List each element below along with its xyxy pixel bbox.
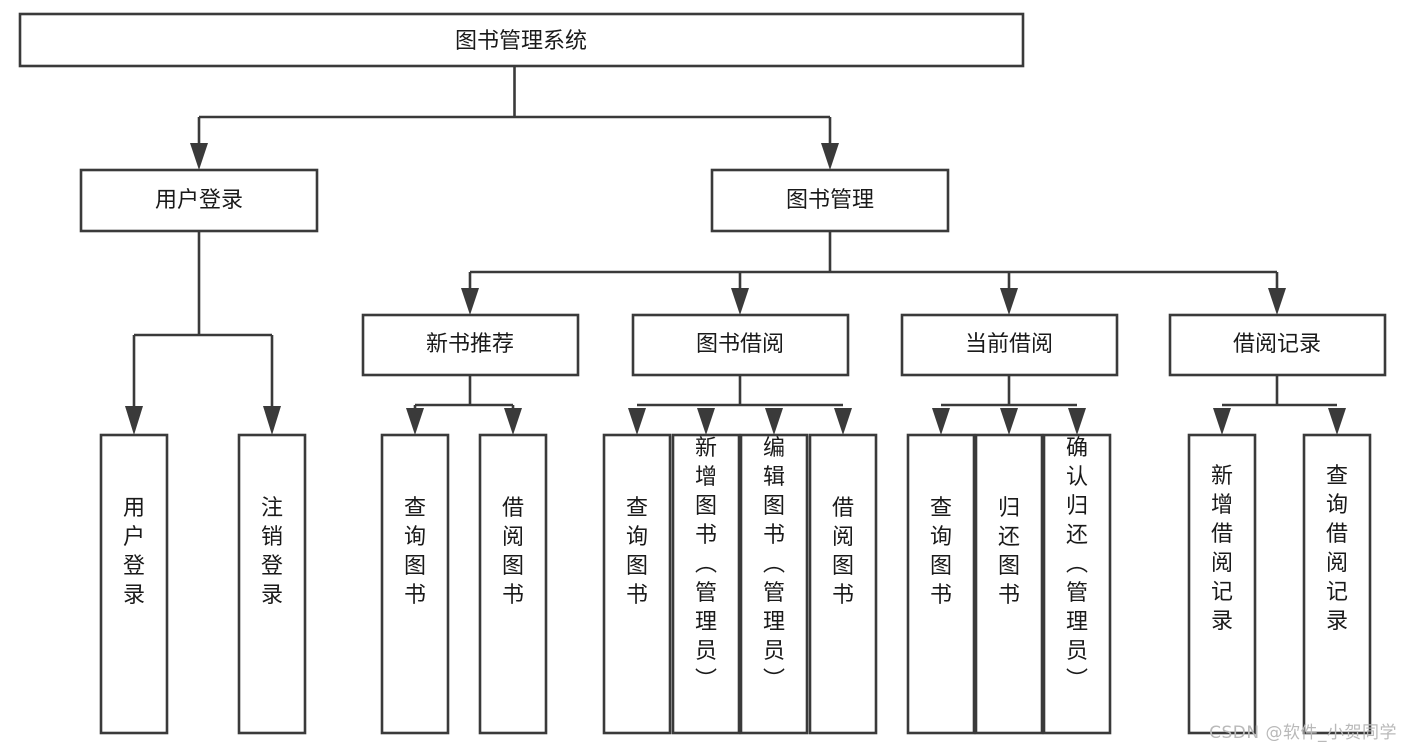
arrowhead-book-manage bbox=[821, 143, 839, 170]
node-borrow-record-box[interactable] bbox=[1168, 313, 1387, 377]
arrowhead-bor-4 bbox=[834, 408, 852, 435]
leaf-record-2-label: 查询借阅记录 bbox=[1326, 464, 1348, 634]
leaf-borrow-3-label: 编辑图书︵管理员︶ bbox=[763, 436, 785, 693]
node-book-borrow[interactable]: 图书借阅 bbox=[631, 313, 850, 377]
node-book-borrow-box[interactable] bbox=[631, 313, 850, 377]
leaf-recommend-2[interactable]: 借阅图书 bbox=[478, 433, 548, 735]
leaf-user-login-2-box[interactable] bbox=[237, 433, 307, 735]
leaf-current-3-box[interactable] bbox=[1042, 433, 1112, 735]
leaf-current-1[interactable]: 查询图书 bbox=[906, 433, 976, 735]
leaf-borrow-3-box[interactable] bbox=[739, 433, 809, 735]
leaf-current-2[interactable]: 归还图书 bbox=[974, 433, 1044, 735]
arrowhead-bor-2 bbox=[697, 408, 715, 435]
leaf-borrow-4-box[interactable] bbox=[808, 433, 878, 735]
node-root[interactable]: 图书管理系统 bbox=[18, 12, 1025, 68]
arrowhead-rec-1 bbox=[406, 408, 424, 435]
node-current-borrow-box[interactable] bbox=[900, 313, 1119, 377]
leaf-record-2[interactable]: 查询借阅记录 bbox=[1302, 433, 1372, 735]
node-current-borrow[interactable]: 当前借阅 bbox=[900, 313, 1119, 377]
leaf-record-1-label: 新增借阅记录 bbox=[1211, 464, 1233, 634]
leaf-borrow-1-label: 查询图书 bbox=[626, 496, 648, 608]
leaf-recommend-1-box[interactable] bbox=[380, 433, 450, 735]
arrowhead-rec-2 bbox=[504, 408, 522, 435]
leaf-user-login-2[interactable]: 注销登录 bbox=[237, 433, 307, 735]
leaf-recommend-2-label: 借阅图书 bbox=[502, 496, 524, 608]
arrowhead-l3-3 bbox=[1000, 288, 1018, 315]
leaf-user-login-1-box[interactable] bbox=[99, 433, 169, 735]
arrowhead-bor-3 bbox=[765, 408, 783, 435]
arrowhead-l3-4 bbox=[1268, 288, 1286, 315]
arrowhead-rec3-2 bbox=[1328, 408, 1346, 435]
leaf-current-1-box[interactable] bbox=[906, 433, 976, 735]
node-book-manage-label: 图书管理 bbox=[786, 188, 874, 213]
arrowhead-l3-1 bbox=[461, 288, 479, 315]
node-new-book-recommend-label: 新书推荐 bbox=[426, 332, 514, 357]
leaf-borrow-3[interactable]: 编辑图书︵管理员︶ bbox=[739, 433, 809, 735]
leaf-user-login-1[interactable]: 用户登录 bbox=[99, 433, 169, 735]
leaf-borrow-1-box[interactable] bbox=[602, 433, 672, 735]
leaf-record-1[interactable]: 新增借阅记录 bbox=[1187, 433, 1257, 735]
leaf-borrow-2-label: 新增图书︵管理员︶ bbox=[695, 436, 717, 693]
node-book-manage[interactable]: 图书管理 bbox=[710, 168, 950, 233]
leaf-recommend-1[interactable]: 查询图书 bbox=[380, 433, 450, 735]
arrowhead-user-login bbox=[190, 143, 208, 170]
leaf-current-3[interactable]: 确认归还︵管理员︶ bbox=[1042, 433, 1112, 735]
node-borrow-record[interactable]: 借阅记录 bbox=[1168, 313, 1387, 377]
node-borrow-record-label: 借阅记录 bbox=[1233, 332, 1321, 357]
leaf-borrow-1[interactable]: 查询图书 bbox=[602, 433, 672, 735]
arrowhead-cur-1 bbox=[932, 408, 950, 435]
arrowhead-ul-1 bbox=[125, 406, 143, 435]
arrowhead-cur-3 bbox=[1068, 408, 1086, 435]
node-current-borrow-label: 当前借阅 bbox=[965, 332, 1053, 357]
leaf-recommend-2-box[interactable] bbox=[478, 433, 548, 735]
leaf-user-login-1-label: 用户登录 bbox=[123, 496, 145, 608]
leaf-current-2-label: 归还图书 bbox=[998, 496, 1020, 608]
node-user-login-label: 用户登录 bbox=[155, 188, 243, 213]
leaf-borrow-4[interactable]: 借阅图书 bbox=[808, 433, 878, 735]
node-root-label: 图书管理系统 bbox=[455, 29, 587, 54]
leaf-current-2-box[interactable] bbox=[974, 433, 1044, 735]
arrowhead-cur-2 bbox=[1000, 408, 1018, 435]
connector-layer bbox=[125, 66, 1346, 435]
arrowhead-l3-2 bbox=[731, 288, 749, 315]
leaf-recommend-1-label: 查询图书 bbox=[404, 496, 426, 608]
node-book-borrow-label: 图书借阅 bbox=[696, 332, 784, 357]
leaf-borrow-2[interactable]: 新增图书︵管理员︶ bbox=[671, 433, 741, 735]
arrowhead-bor-1 bbox=[628, 408, 646, 435]
arrowhead-ul-2 bbox=[263, 406, 281, 435]
leaf-current-3-label: 确认归还︵管理员︶ bbox=[1066, 436, 1088, 693]
leaf-user-login-2-label: 注销登录 bbox=[261, 496, 283, 608]
node-root-box[interactable] bbox=[18, 12, 1025, 68]
arrowhead-rec3-1 bbox=[1213, 408, 1231, 435]
node-new-book-recommend-box[interactable] bbox=[361, 313, 580, 377]
leaf-record-2-box[interactable] bbox=[1302, 433, 1372, 735]
leaf-borrow-2-box[interactable] bbox=[671, 433, 741, 735]
node-book-manage-box[interactable] bbox=[710, 168, 950, 233]
node-new-book-recommend[interactable]: 新书推荐 bbox=[361, 313, 580, 377]
node-user-login[interactable]: 用户登录 bbox=[79, 168, 319, 233]
leaf-record-1-box[interactable] bbox=[1187, 433, 1257, 735]
node-user-login-box[interactable] bbox=[79, 168, 319, 233]
leaf-current-1-label: 查询图书 bbox=[930, 496, 952, 608]
leaf-borrow-4-label: 借阅图书 bbox=[832, 496, 854, 608]
